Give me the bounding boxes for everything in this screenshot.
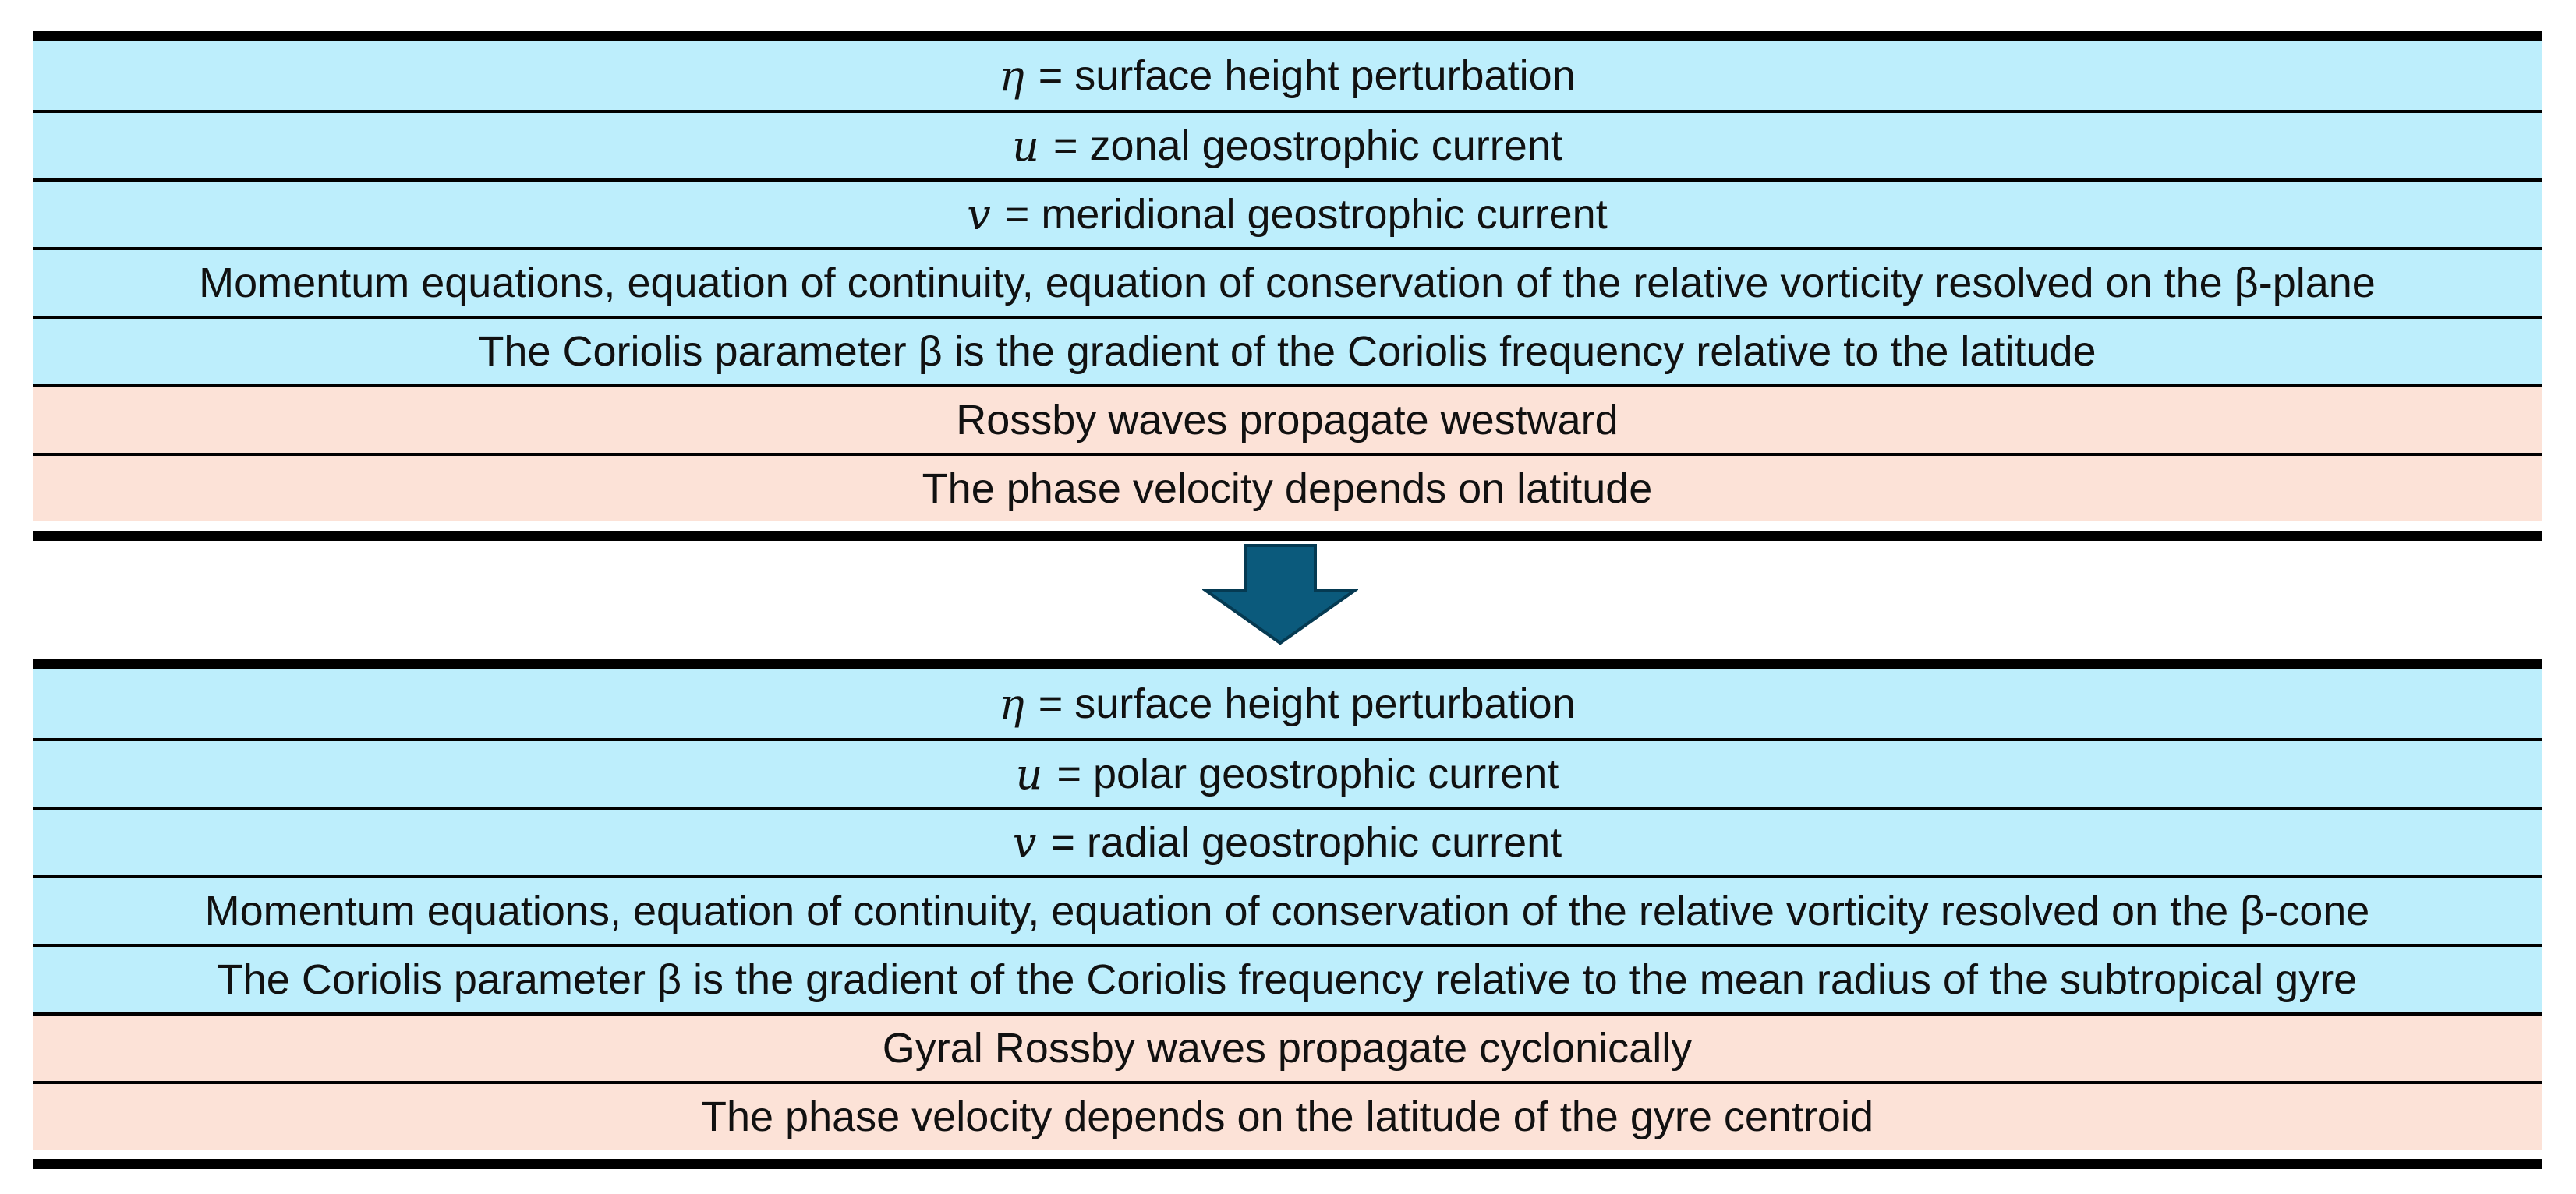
row-text: = meridional geostrophic current <box>1004 191 1608 238</box>
table-row-eta: η = surface height perturbation <box>33 669 2542 738</box>
row-text: = zonal geostrophic current <box>1053 122 1562 169</box>
table-row-propagation: Rossby waves propagate westward <box>33 384 2542 453</box>
table-row-u: u = polar geostrophic current <box>33 738 2542 807</box>
table-row-v: v = meridional geostrophic current <box>33 178 2542 247</box>
eta-symbol: η <box>999 51 1024 101</box>
table-row-equations: Momentum equations, equation of continui… <box>33 875 2542 944</box>
row-text: Momentum equations, equation of continui… <box>204 888 2370 934</box>
row-text: The Coriolis parameter β is the gradient… <box>217 956 2358 1003</box>
row-text: = radial geostrophic current <box>1050 819 1562 866</box>
row-text: Rossby waves propagate westward <box>956 397 1619 443</box>
u-symbol: u <box>1015 749 1043 799</box>
row-text: = surface height perturbation <box>1038 680 1576 727</box>
v-symbol: v <box>967 189 991 239</box>
down-arrow-icon <box>1202 544 1358 645</box>
table-row-coriolis: The Coriolis parameter β is the gradient… <box>33 944 2542 1012</box>
gyral-theory-table: η = surface height perturbation u = pola… <box>33 659 2542 1169</box>
eta-symbol: η <box>999 679 1024 729</box>
row-text: = polar geostrophic current <box>1056 751 1559 797</box>
table-row-propagation: Gyral Rossby waves propagate cyclonicall… <box>33 1012 2542 1081</box>
v-symbol: v <box>1012 818 1037 867</box>
table-row-equations: Momentum equations, equation of continui… <box>33 247 2542 316</box>
row-text: The phase velocity depends on latitude <box>922 465 1653 512</box>
u-symbol: u <box>1012 121 1039 171</box>
row-text: = surface height perturbation <box>1038 52 1576 99</box>
row-text: Momentum equations, equation of continui… <box>199 260 2376 306</box>
table-row-phase-velocity: The phase velocity depends on the latitu… <box>33 1081 2542 1150</box>
table-row-u: u = zonal geostrophic current <box>33 110 2542 178</box>
table-row-coriolis: The Coriolis parameter β is the gradient… <box>33 316 2542 384</box>
row-text: The phase velocity depends on the latitu… <box>701 1093 1874 1140</box>
row-text: Gyral Rossby waves propagate cyclonicall… <box>882 1025 1693 1072</box>
table-row-v: v = radial geostrophic current <box>33 807 2542 875</box>
table-row-phase-velocity: The phase velocity depends on latitude <box>33 453 2542 521</box>
row-text: The Coriolis parameter β is the gradient… <box>478 328 2097 375</box>
table-row-eta: η = surface height perturbation <box>33 41 2542 110</box>
original-theory-table: η = surface height perturbation u = zona… <box>33 31 2542 541</box>
